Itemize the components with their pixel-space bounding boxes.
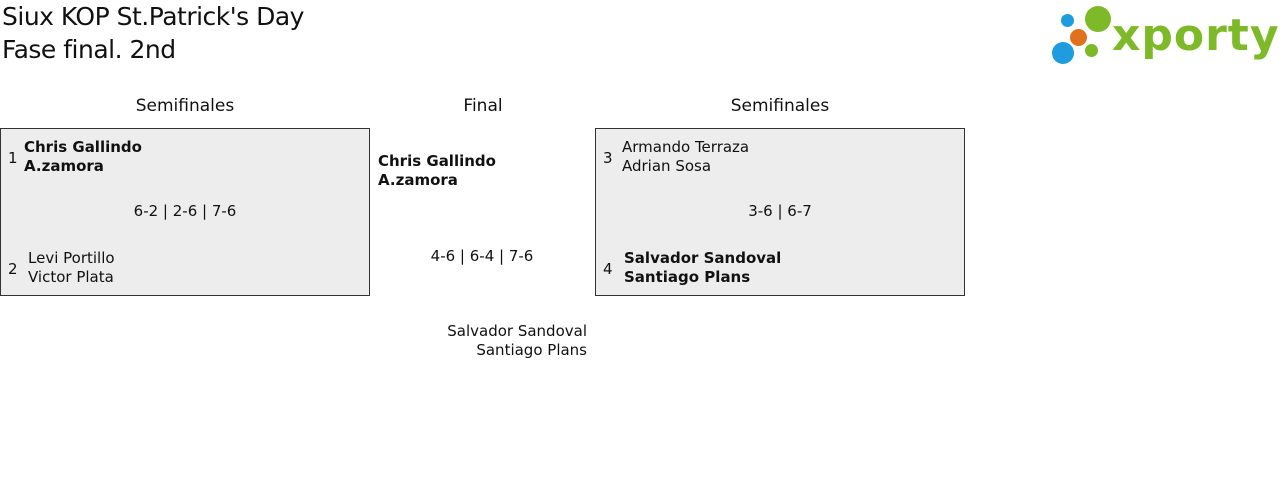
seed-number: 4	[603, 260, 613, 278]
semifinals-right-heading: Semifinales	[730, 96, 830, 116]
player-name: Chris Gallindo	[378, 152, 496, 170]
match-score: 3-6 | 6-7	[748, 202, 812, 220]
semifinals-left-heading: Semifinales	[135, 96, 235, 116]
match-score: 6-2 | 2-6 | 7-6	[133, 202, 237, 220]
final-team-top[interactable]: Chris Gallindo A.zamora	[378, 152, 496, 190]
seed-number: 2	[8, 260, 18, 278]
player-name: Salvador Sandoval	[447, 322, 587, 340]
final-score: 4-6 | 6-4 | 7-6	[430, 247, 534, 265]
logo-dot-green-small	[1085, 44, 1098, 57]
player-name: Salvador Sandoval	[624, 249, 782, 267]
tournament-title: Siux KOP St.Patrick's Day	[2, 2, 304, 31]
xporty-logo[interactable]: xporty	[1050, 2, 1280, 68]
player-name: A.zamora	[378, 171, 458, 189]
player-name: A.zamora	[24, 157, 104, 175]
player-name: Victor Plata	[28, 268, 114, 286]
team-entry: Levi Portillo Victor Plata	[28, 249, 115, 287]
player-name: Adrian Sosa	[622, 157, 712, 175]
player-name: Levi Portillo	[28, 249, 115, 267]
final-heading: Final	[463, 96, 503, 116]
semifinal-left-match[interactable]: 1 Chris Gallindo A.zamora 6-2 | 2-6 | 7-…	[0, 128, 370, 296]
seed-number: 1	[8, 149, 18, 167]
seed-number: 3	[603, 149, 613, 167]
team-entry: Salvador Sandoval Santiago Plans	[624, 249, 781, 287]
phase-title: Fase final. 2nd	[2, 35, 176, 64]
team-entry: Chris Gallindo A.zamora	[24, 138, 142, 176]
final-team-bottom[interactable]: Salvador Sandoval Santiago Plans	[370, 322, 587, 360]
logo-wordmark: xporty	[1112, 10, 1280, 61]
player-name: Armando Terraza	[622, 138, 750, 156]
player-name: Chris Gallindo	[24, 138, 142, 156]
player-name: Santiago Plans	[476, 341, 587, 359]
logo-dot-orange	[1070, 29, 1087, 46]
logo-dot-blue-small	[1061, 14, 1074, 27]
logo-dot-blue-large	[1052, 42, 1074, 64]
logo-dot-green	[1085, 6, 1111, 32]
player-name: Santiago Plans	[624, 268, 751, 286]
team-entry: Armando Terraza Adrian Sosa	[622, 138, 749, 176]
semifinal-right-match[interactable]: 3 Armando Terraza Adrian Sosa 3-6 | 6-7 …	[595, 128, 965, 296]
